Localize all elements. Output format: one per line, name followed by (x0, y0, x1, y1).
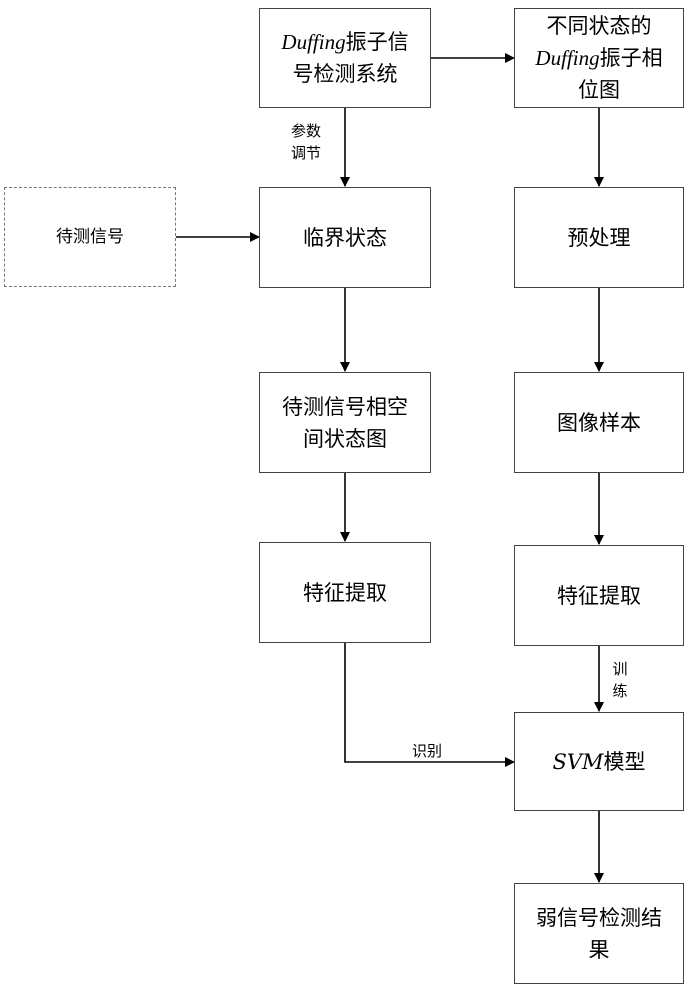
node-critical-state: 临界状态 (259, 187, 431, 288)
edge-label-recognition: 识别 (404, 740, 450, 762)
node-feature-extraction-right: 特征提取 (514, 545, 684, 646)
node-detection-result: 弱信号检测结 果 (514, 883, 684, 984)
edge-label-parameter-tuning: 参数 调节 (286, 120, 326, 164)
node-phase-space-line2: 间状态图 (282, 423, 408, 455)
node-duffing-system: Duffing振子信 号检测系统 (259, 8, 431, 108)
node-phase-diagrams-line3: 位图 (535, 74, 662, 106)
node-detection-result-line1: 弱信号检测结 (536, 902, 662, 934)
node-duffing-system-line2: 号检测系统 (281, 58, 408, 90)
node-phase-diagrams-line1: 不同状态的 (535, 10, 662, 42)
node-phase-diagrams-line2: Duffing振子相 (535, 42, 662, 74)
node-image-samples: 图像样本 (514, 372, 684, 473)
node-detection-result-line2: 果 (536, 934, 662, 966)
node-signal-under-test: 待测信号 (4, 187, 176, 287)
node-svm-model: SVM模型 (514, 712, 684, 811)
node-preprocessing: 预处理 (514, 187, 684, 288)
node-feature-extraction-left: 特征提取 (259, 542, 431, 643)
node-phase-space-diagram: 待测信号相空 间状态图 (259, 372, 431, 473)
node-phase-diagrams: 不同状态的 Duffing振子相 位图 (514, 8, 684, 108)
node-phase-space-line1: 待测信号相空 (282, 391, 408, 423)
node-svm-model-label: SVM模型 (552, 746, 645, 778)
edge-label-training: 训 练 (607, 658, 633, 702)
node-duffing-system-line1: Duffing振子信 (281, 26, 408, 58)
